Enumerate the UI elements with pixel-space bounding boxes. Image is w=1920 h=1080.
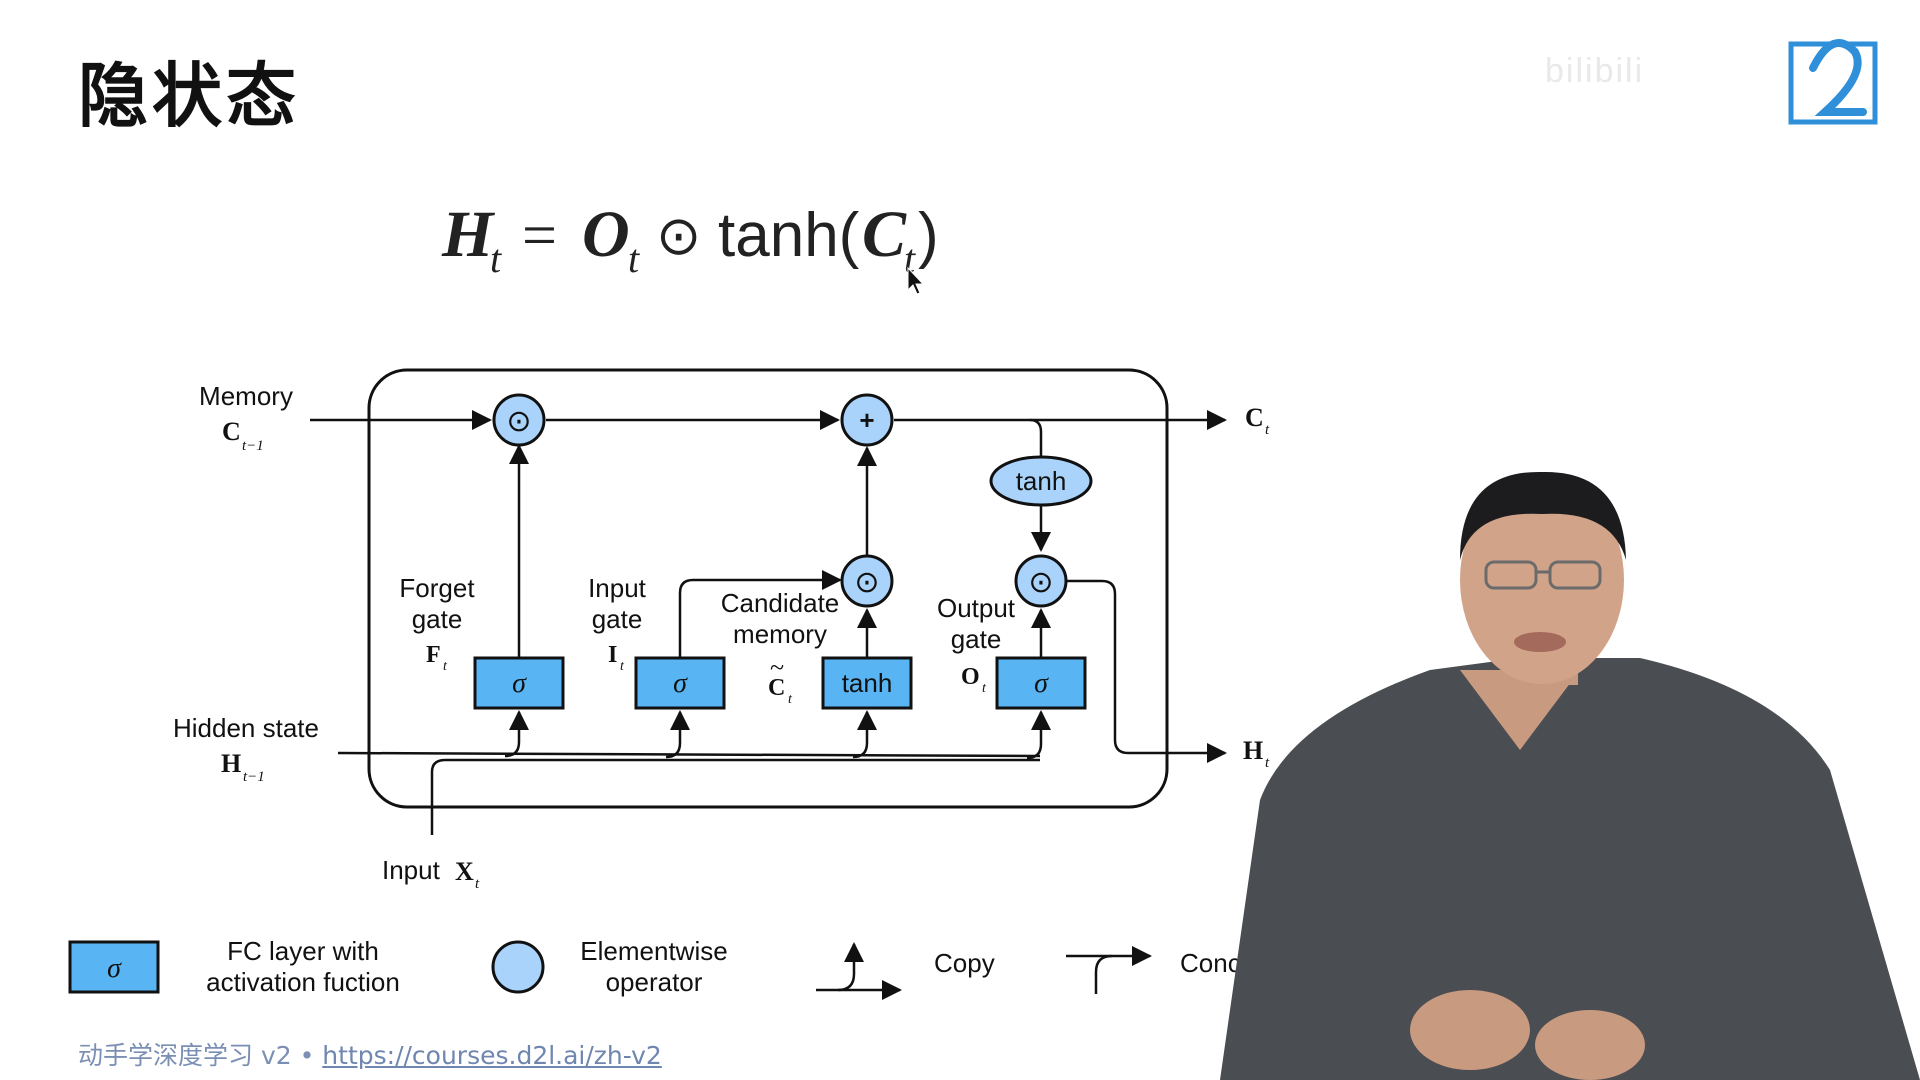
output-c-symbol: C: [1245, 403, 1264, 432]
svg-text:H: H: [441, 198, 496, 271]
legend-elementwise-label-line2: operator: [606, 967, 703, 997]
output-multiply-operator: ⊙: [1014, 554, 1068, 608]
footer: 动手学深度学习 v2 • https://courses.d2l.ai/zh-v…: [78, 1036, 662, 1072]
svg-text:⊙: ⊙: [656, 206, 701, 266]
output-c-sub: t: [1265, 422, 1270, 438]
d2l-logo-icon: [1788, 39, 1878, 125]
svg-text:σ: σ: [107, 953, 122, 984]
forget-multiply-operator: ⊙: [492, 393, 546, 447]
svg-text:tanh: tanh: [842, 668, 893, 698]
hidden-state-label: Hidden state: [173, 713, 319, 743]
presenter-video: [1220, 471, 1920, 1080]
output-gate-label-line1: Output: [937, 593, 1016, 623]
input-gate-box: σ: [634, 656, 726, 710]
input-x-label: Input: [382, 855, 441, 885]
output-gate-sub: t: [982, 681, 987, 696]
candidate-memory-label-line1: Candidate: [721, 588, 840, 618]
svg-text:⊙: ⊙: [1028, 566, 1053, 599]
legend-concatenate-icon: [1066, 946, 1152, 994]
svg-text:t: t: [904, 236, 916, 281]
svg-text:tanh(: tanh(: [718, 201, 860, 270]
memory-add-operator: +: [840, 393, 894, 447]
legend-fc-box: σ: [68, 940, 160, 994]
memory-input-sub: t−1: [242, 438, 264, 454]
candidate-tanh-box: tanh: [821, 656, 913, 710]
svg-text:t: t: [628, 236, 640, 281]
input-x-sub: t: [475, 876, 480, 892]
bilibili-watermark: bilibili: [1545, 52, 1645, 90]
svg-text:O: O: [582, 198, 630, 271]
candidate-memory-symbol: C: [768, 675, 785, 701]
svg-text:+: +: [859, 405, 874, 435]
svg-text:⊙: ⊙: [506, 405, 531, 438]
mouse-cursor-icon: [907, 266, 925, 295]
candidate-multiply-operator: ⊙: [840, 554, 894, 608]
forget-gate-label-line1: Forget: [399, 573, 475, 603]
output-h-sub: t: [1265, 755, 1270, 771]
legend-elementwise-circle: [491, 940, 545, 994]
svg-text:σ: σ: [673, 668, 688, 699]
memory-input-label: Memory: [199, 381, 293, 411]
input-gate-label-line2: gate: [592, 604, 643, 634]
svg-text:σ: σ: [512, 668, 527, 699]
svg-text:⊙: ⊙: [854, 566, 879, 599]
svg-text:C: C: [862, 198, 907, 271]
memory-input-symbol: C: [222, 417, 241, 446]
forget-gate-sub: t: [443, 659, 448, 674]
svg-text:): ): [918, 201, 939, 270]
legend: σ FC layer with activation fuction Eleme…: [68, 936, 1277, 1000]
equation: H t = O t ⊙ tanh( C t ): [441, 198, 939, 281]
legend-fc-label-line1: FC layer with: [227, 936, 379, 966]
output-gate-box: σ: [995, 656, 1087, 710]
input-gate-sub: t: [620, 659, 625, 674]
candidate-memory-label-line2: memory: [733, 619, 827, 649]
slide-title: 隐状态: [78, 55, 300, 137]
candidate-tilde: ~: [770, 653, 784, 682]
forget-gate-box: σ: [473, 656, 565, 710]
legend-copy-icon: [816, 942, 902, 1000]
footer-text: 动手学深度学习 v2 •: [78, 1041, 323, 1070]
input-x-symbol: X: [455, 857, 474, 886]
forget-gate-symbol: F: [426, 642, 441, 668]
output-gate-symbol: O: [961, 664, 980, 690]
legend-fc-label-line2: activation fuction: [206, 967, 400, 997]
candidate-memory-sub: t: [788, 692, 793, 707]
input-gate-label-line1: Input: [588, 573, 647, 603]
input-gate-symbol: I: [608, 642, 617, 668]
forget-gate-label-line2: gate: [412, 604, 463, 634]
svg-text:=: =: [522, 202, 557, 270]
svg-text:t: t: [490, 236, 502, 281]
legend-elementwise-label-line1: Elementwise: [580, 936, 727, 966]
tanh-activation-ellipse: tanh: [989, 455, 1093, 507]
legend-copy-label: Copy: [934, 948, 995, 978]
lstm-cell-border: [367, 368, 1169, 809]
hidden-state-sub: t−1: [243, 769, 265, 785]
output-gate-label-line2: gate: [951, 624, 1002, 654]
output-h-symbol: H: [1243, 736, 1263, 765]
svg-text:tanh: tanh: [1016, 466, 1067, 496]
svg-text:σ: σ: [1034, 668, 1049, 699]
hidden-state-symbol: H: [221, 749, 241, 778]
course-link[interactable]: https://courses.d2l.ai/zh-v2: [322, 1041, 662, 1070]
